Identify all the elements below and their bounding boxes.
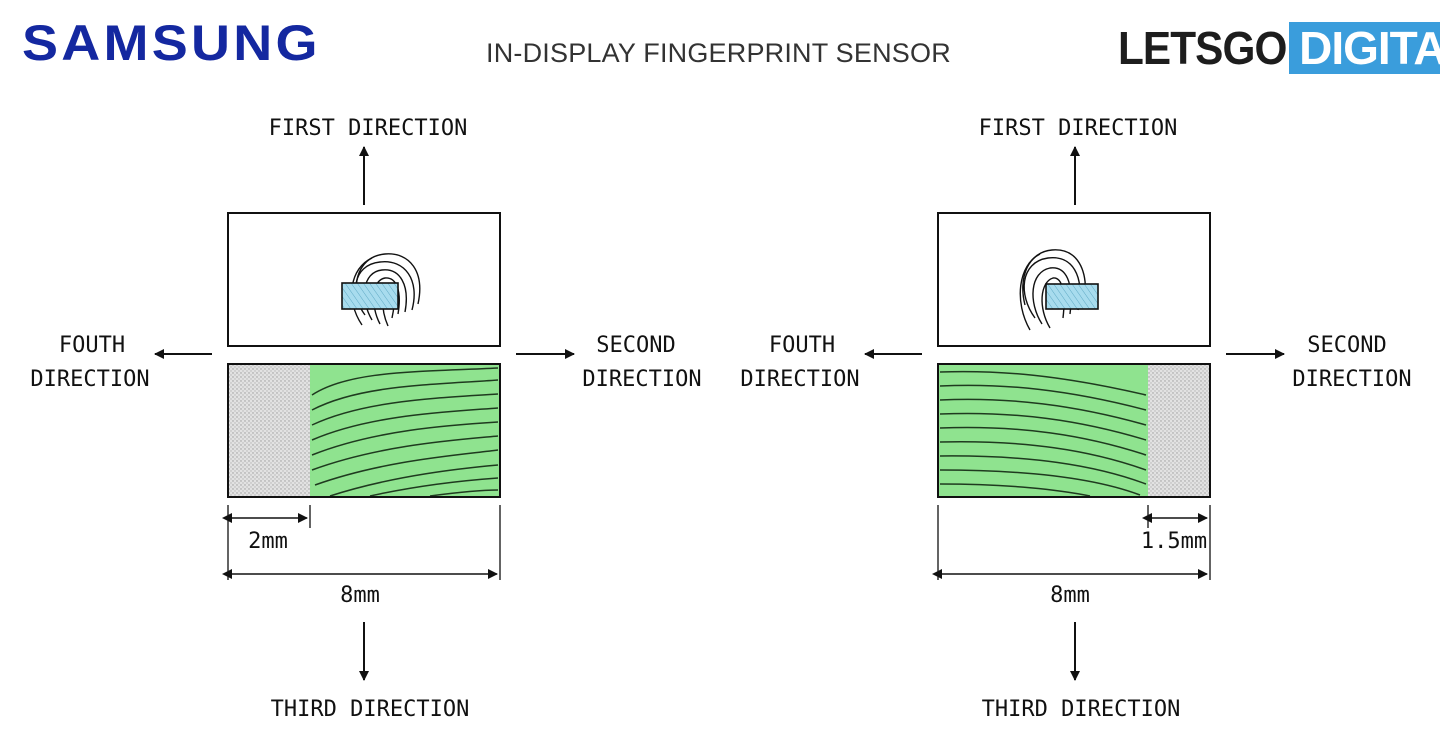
fourth-direction: FOUTH DIRECTION — [740, 333, 922, 392]
label-offset: 1.5mm — [1141, 529, 1207, 554]
label-fourth-line1: FOUTH — [769, 333, 835, 358]
label-fourth-line2: DIRECTION — [740, 367, 859, 392]
label-third-direction: THIRD DIRECTION — [982, 697, 1181, 722]
label-width: 8mm — [340, 583, 380, 608]
label-first-direction: FIRST DIRECTION — [269, 116, 468, 141]
sensor-area — [1045, 283, 1099, 310]
label-first-direction: FIRST DIRECTION — [979, 116, 1178, 141]
second-direction: SECOND DIRECTION — [1226, 333, 1412, 392]
label-offset: 2mm — [248, 529, 288, 554]
label-width: 8mm — [1050, 583, 1090, 608]
sensor-area — [341, 282, 399, 310]
dotted-region — [1148, 364, 1210, 497]
page-title: IN-DISPLAY FINGERPRINT SENSOR — [486, 38, 951, 68]
fourth-direction: FOUTH DIRECTION — [30, 333, 212, 392]
label-fourth-line1: FOUTH — [59, 333, 125, 358]
label-second-line1: SECOND — [1307, 333, 1386, 358]
bottom-panel — [227, 363, 501, 498]
bottom-panel — [937, 363, 1211, 498]
fingerprint-ridges — [311, 367, 499, 497]
logo-text-letsgo: LETSGO — [1118, 22, 1287, 74]
label-second-line2: DIRECTION — [582, 367, 701, 392]
top-panel — [227, 212, 501, 347]
left-figure: FIRST DIRECTION FOUTH DIRECTION SECOND D… — [30, 116, 701, 722]
letsgodigital-logo: LETSGO DIGITAL — [1118, 22, 1440, 74]
right-figure: FIRST DIRECTION FOUTH DIRECTION SECOND D… — [740, 116, 1411, 722]
label-second-line2: DIRECTION — [1292, 367, 1411, 392]
label-third-direction: THIRD DIRECTION — [271, 697, 470, 722]
label-second-line1: SECOND — [596, 333, 675, 358]
second-direction: SECOND DIRECTION — [516, 333, 702, 392]
fingerprint-ridges — [939, 370, 1147, 497]
top-panel — [937, 212, 1211, 347]
samsung-logo: SAMSUNG — [22, 15, 321, 71]
fingerprint-capture-area — [938, 364, 1148, 497]
label-fourth-line2: DIRECTION — [30, 367, 149, 392]
dotted-region — [228, 364, 310, 497]
logo-text-digital: DIGITAL — [1289, 22, 1440, 74]
